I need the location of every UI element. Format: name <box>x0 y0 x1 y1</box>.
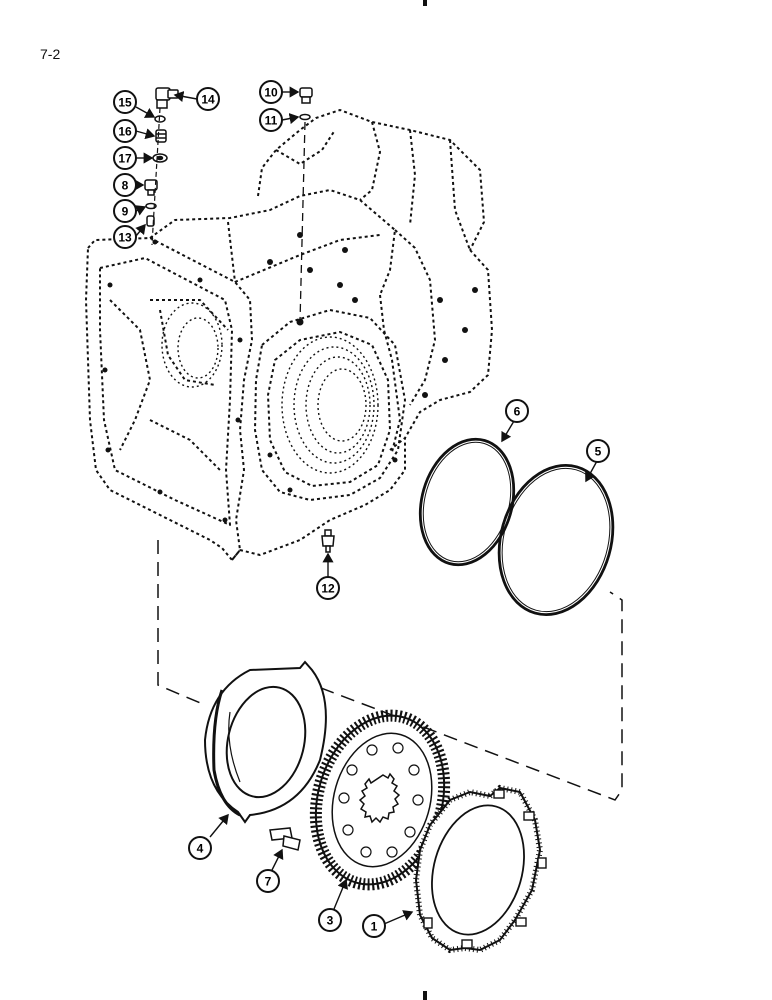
callout-11: 11 <box>259 108 283 132</box>
callout-5: 5 <box>586 439 610 463</box>
brake-piston-4 <box>203 660 327 824</box>
bottom-page-mark <box>423 991 427 1000</box>
callout-15: 15 <box>113 90 137 114</box>
top-page-mark <box>423 0 427 6</box>
callout-1: 1 <box>362 914 386 938</box>
callout-14: 14 <box>196 87 220 111</box>
housing-bore-rings <box>161 302 379 474</box>
pressure-plate-1 <box>412 784 547 954</box>
svg-text:14: 14 <box>201 93 215 107</box>
svg-text:3: 3 <box>327 914 334 928</box>
svg-text:17: 17 <box>118 152 132 166</box>
svg-text:7: 7 <box>265 875 272 889</box>
svg-text:13: 13 <box>118 231 132 245</box>
callout-7: 7 <box>256 869 280 893</box>
page-number: 7-2 <box>40 46 61 62</box>
svg-text:8: 8 <box>122 179 129 193</box>
callout-17: 17 <box>113 146 137 170</box>
svg-text:12: 12 <box>321 582 335 596</box>
plug-10 <box>299 87 313 104</box>
callout-8: 8 <box>113 173 137 197</box>
callout-3: 3 <box>318 908 342 932</box>
plug-center-line <box>299 121 306 323</box>
callout-9: 9 <box>113 199 137 223</box>
breather-12 <box>321 529 335 553</box>
svg-text:9: 9 <box>122 205 129 219</box>
elbow-fitting-14 <box>155 87 179 109</box>
transmission-housing <box>85 109 493 561</box>
svg-text:16: 16 <box>118 125 132 139</box>
svg-text:1: 1 <box>371 920 378 934</box>
svg-text:10: 10 <box>264 86 278 100</box>
callout-6: 6 <box>505 399 529 423</box>
callout-12: 12 <box>316 576 340 600</box>
callout-leaders <box>134 86 598 925</box>
svg-text:11: 11 <box>265 114 278 128</box>
seal-ring-5 <box>497 463 615 617</box>
friction-disc-3 <box>309 709 451 891</box>
callout-10: 10 <box>259 80 283 104</box>
callout-13: 13 <box>113 225 137 249</box>
o-ring-11 <box>299 113 311 121</box>
svg-text:15: 15 <box>118 96 132 110</box>
callout-4: 4 <box>188 836 212 860</box>
assembly-path <box>157 540 623 801</box>
o-ring-15 <box>154 115 166 123</box>
seat-17 <box>152 153 168 163</box>
seal-ring-6 <box>418 437 516 567</box>
housing-bolt-holes <box>102 232 478 523</box>
svg-text:4: 4 <box>197 842 204 856</box>
plug-8 <box>144 179 158 196</box>
spring-16 <box>155 129 167 143</box>
fittings-center-line <box>151 107 161 246</box>
stud-7 <box>269 827 301 851</box>
svg-text:6: 6 <box>514 405 521 419</box>
svg-text:5: 5 <box>595 445 602 459</box>
callout-16: 16 <box>113 119 137 143</box>
